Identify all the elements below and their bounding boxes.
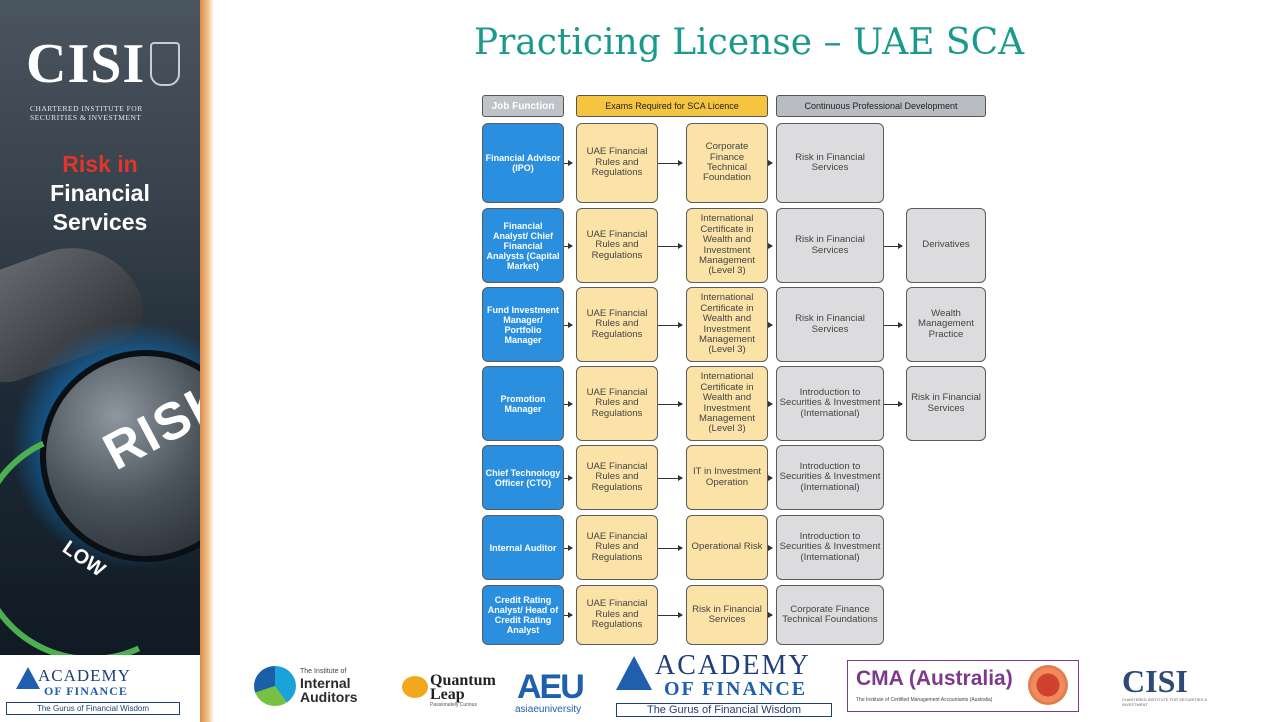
row7-arrow-icon (564, 612, 573, 618)
row4-arrow-icon (658, 400, 683, 407)
row2-exam1-box: UAE Financial Rules and Regulations (576, 208, 658, 283)
aeu-logo: AEU (517, 668, 585, 706)
row4-arrow-icon (564, 400, 573, 407)
row5-job-box: Chief Technology Officer (CTO) (482, 445, 564, 510)
row3-job-box: Fund Investment Manager/ Portfolio Manag… (482, 287, 564, 362)
row4-cpd2-box: Risk in Financial Services (906, 366, 986, 441)
row1-cpd1-box: Risk in Financial Services (776, 123, 884, 203)
row3-arrow-icon (768, 321, 773, 328)
row6-arrow-icon (564, 544, 573, 551)
row5-exam2-box: IT in Investment Operation (686, 445, 768, 510)
cma-name: CMA (Australia) (856, 667, 1013, 690)
row4-job-box: Promotion Manager (482, 366, 564, 441)
row4-arrow-icon (884, 400, 903, 407)
row5-cpd1-box: Introduction to Securities & Investment … (776, 445, 884, 510)
row3-arrow-icon (564, 321, 573, 328)
course-title-line3: Services (52, 209, 148, 235)
row6-arrow-icon (768, 544, 773, 551)
row1-arrow-icon (564, 160, 573, 166)
academy-tagline: The Gurus of Financial Wisdom (6, 702, 180, 715)
academy-of: OF FINANCE (44, 684, 128, 698)
row2-arrow-icon (564, 242, 573, 249)
iia-small-text: The Institute of (300, 668, 347, 675)
row3-exam2-box: International Certificate in Wealth and … (686, 287, 768, 362)
row5-arrow-icon (768, 474, 773, 481)
iia-name: Internal Auditors (300, 675, 358, 705)
row3-exam1-box: UAE Financial Rules and Regulations (576, 287, 658, 362)
row4-arrow-icon (768, 400, 773, 407)
row7-arrow-icon (658, 612, 683, 618)
academy-large-triangle-icon (616, 656, 652, 690)
academy-large-name: ACADEMY (655, 650, 811, 681)
risk-knob-image (40, 350, 200, 562)
row2-job-box: Financial Analyst/ Chief Financial Analy… (482, 208, 564, 283)
academy-large-of: OF FINANCE (664, 678, 808, 700)
row3-arrow-icon (658, 321, 683, 328)
cisi-bottom-subtitle: CHARTERED INSTITUTE FOR SECURITIES & INV… (1122, 697, 1208, 707)
row5-arrow-icon (564, 474, 573, 481)
course-title-line2: Financial (50, 180, 150, 206)
row2-arrow-icon (658, 242, 683, 249)
row6-exam1-box: UAE Financial Rules and Regulations (576, 515, 658, 580)
academy-name: ACADEMY (38, 666, 131, 685)
quantum-leap-logo: Quantum Leap (430, 672, 496, 703)
row5-arrow-icon (658, 474, 683, 481)
cma-subtitle: The Institute of Certified Management Ac… (856, 697, 993, 703)
row6-job-box: Internal Auditor (482, 515, 564, 580)
row2-cpd2-box: Derivatives (906, 208, 986, 283)
row1-arrow-icon (658, 160, 683, 166)
row1-exam1-box: UAE Financial Rules and Regulations (576, 123, 658, 203)
row5-exam1-box: UAE Financial Rules and Regulations (576, 445, 658, 510)
cisi-logo-bottom: CISI (1122, 663, 1188, 699)
row1-job-box: Financial Advisor (IPO) (482, 123, 564, 203)
cisi-logo: CISI (26, 33, 146, 95)
header-job-function: Job Function (482, 95, 564, 117)
row7-job-box: Credit Rating Analyst/ Head of Credit Ra… (482, 585, 564, 645)
row3-cpd1-box: Risk in Financial Services (776, 287, 884, 362)
cma-australia-logo: CMA (Australia) The Institute of Certifi… (847, 660, 1079, 712)
cma-seal-icon (1028, 665, 1068, 705)
row3-cpd2-box: Wealth Management Practice (906, 287, 986, 362)
slide-title: Practicing License – UAE SCA (473, 22, 1025, 63)
academy-logo-small: ACADEMY OF FINANCE The Gurus of Financia… (0, 655, 200, 722)
row6-exam2-box: Operational Risk (686, 515, 768, 580)
row2-arrow-icon (884, 242, 903, 249)
quantum-leap-icon (402, 676, 428, 698)
row7-exam2-box: Risk in Financial Services (686, 585, 768, 645)
row6-arrow-icon (658, 544, 683, 551)
academy-large-tagline: The Gurus of Financial Wisdom (616, 703, 832, 717)
row7-arrow-icon (768, 612, 773, 618)
row3-arrow-icon (884, 321, 903, 328)
academy-triangle-icon (16, 667, 40, 689)
header-cpd: Continuous Professional Development (776, 95, 986, 117)
row1-arrow-icon (768, 160, 773, 166)
row2-exam2-box: International Certificate in Wealth and … (686, 208, 768, 283)
brush-divider (200, 0, 214, 722)
row2-arrow-icon (768, 242, 773, 249)
sidebar: CISI CHARTERED INSTITUTE FOR SECURITIES … (0, 0, 200, 722)
cisi-subtitle: CHARTERED INSTITUTE FOR SECURITIES & INV… (30, 104, 143, 122)
course-title: Risk in Financial Services (0, 150, 200, 237)
cisi-crest-icon (150, 42, 180, 86)
quantum-leap-tagline: Passionately Curious (430, 702, 477, 708)
row7-exam1-box: UAE Financial Rules and Regulations (576, 585, 658, 645)
header-exams: Exams Required for SCA Licence (576, 95, 768, 117)
course-title-line1: Risk in (62, 151, 138, 177)
row4-exam2-box: International Certificate in Wealth and … (686, 366, 768, 441)
iia-logo-icon (254, 666, 296, 706)
row4-exam1-box: UAE Financial Rules and Regulations (576, 366, 658, 441)
license-diagram: Job Function Exams Required for SCA Lice… (478, 88, 990, 646)
row1-exam2-box: Corporate Finance Technical Foundation (686, 123, 768, 203)
row7-cpd1-box: Corporate Finance Technical Foundations (776, 585, 884, 645)
aeu-subtitle: asiaeuniversity (515, 704, 582, 715)
row6-cpd1-box: Introduction to Securities & Investment … (776, 515, 884, 580)
row4-cpd1-box: Introduction to Securities & Investment … (776, 366, 884, 441)
row2-cpd1-box: Risk in Financial Services (776, 208, 884, 283)
